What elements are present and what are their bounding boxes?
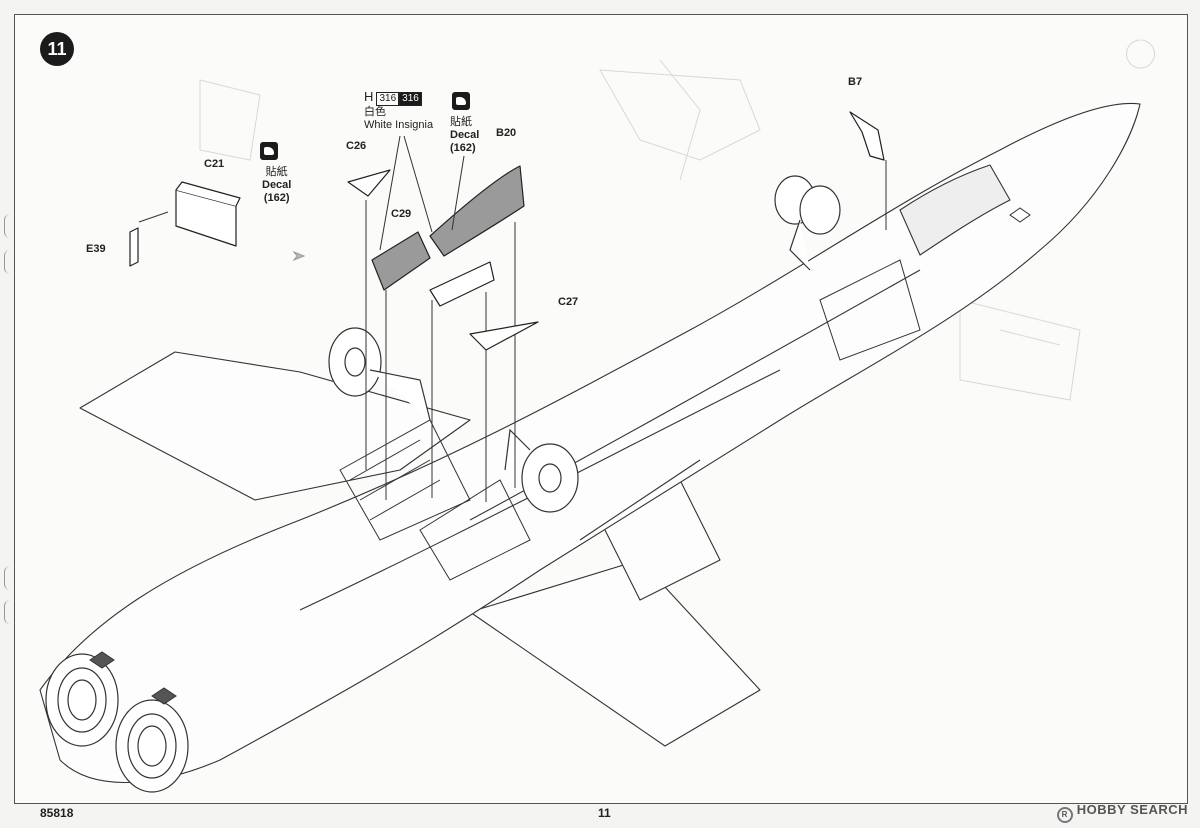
paint-color-en: White Insignia [364, 119, 434, 131]
decal-note-left: 貼紙 Decal (162) [262, 166, 291, 205]
fuselage [39, 102, 1141, 784]
left-wing [79, 351, 471, 501]
ghost-previous-step [199, 39, 1155, 401]
watermark-text: HOBBY SEARCH [1076, 802, 1188, 817]
decal-zh: 貼紙 [265, 166, 288, 178]
direction-arrow-icon [292, 250, 306, 262]
binder-hole-mark [4, 214, 11, 238]
part-b20-shape [429, 165, 525, 257]
decal-icon [452, 92, 470, 110]
decal-zh: 貼紙 [450, 116, 472, 128]
paint-color-zh: 白色 [364, 106, 386, 118]
binder-hole-mark [4, 566, 11, 590]
part-label-c26: C26 [346, 140, 367, 152]
binder-hole-mark [4, 600, 11, 624]
page-number: 11 [598, 806, 611, 820]
engine-nozzles [45, 653, 189, 793]
part-lower-panel-shape [429, 261, 495, 307]
outline-parts [129, 111, 885, 351]
part-c27-shape [469, 321, 539, 351]
decal-number: (162) [263, 192, 290, 204]
canopy-frame [899, 164, 1011, 256]
part-c21-shape [175, 189, 237, 247]
part-label-b20: B20 [496, 127, 517, 139]
part-b7-shape [849, 111, 885, 161]
part-label-c29: C29 [391, 208, 412, 220]
part-e39-shape [129, 227, 139, 267]
right-wing [469, 559, 761, 747]
watermark-logo-icon: R [1056, 807, 1073, 823]
paint-letter: H [364, 89, 374, 104]
decal-en: Decal [262, 179, 292, 191]
landing-gear [328, 175, 841, 513]
part-c29-shape [371, 231, 431, 291]
binder-hole-mark [4, 250, 11, 274]
decal-icon [260, 142, 278, 160]
step-number-badge: 11 [40, 32, 74, 66]
alignment-arrows [138, 160, 887, 502]
decal-en: Decal [450, 129, 480, 141]
decal-number: (162) [450, 142, 476, 154]
paint-code-box-dark: 316 [399, 92, 422, 106]
part-label-b7: B7 [848, 76, 863, 88]
decal-note-center: 貼紙 Decal (162) [450, 116, 479, 155]
product-code: 85818 [40, 806, 74, 820]
part-label-e39: E39 [86, 243, 106, 255]
part-label-c21: C21 [204, 158, 225, 170]
part-label-c27: C27 [558, 296, 579, 308]
wheel-wells [339, 259, 921, 581]
highlighted-parts [371, 165, 525, 291]
diamond-markings [89, 207, 1031, 705]
paint-leader-lines [379, 135, 465, 251]
part-c26-shape [347, 169, 391, 197]
paint-code-box: 316 [376, 92, 400, 106]
